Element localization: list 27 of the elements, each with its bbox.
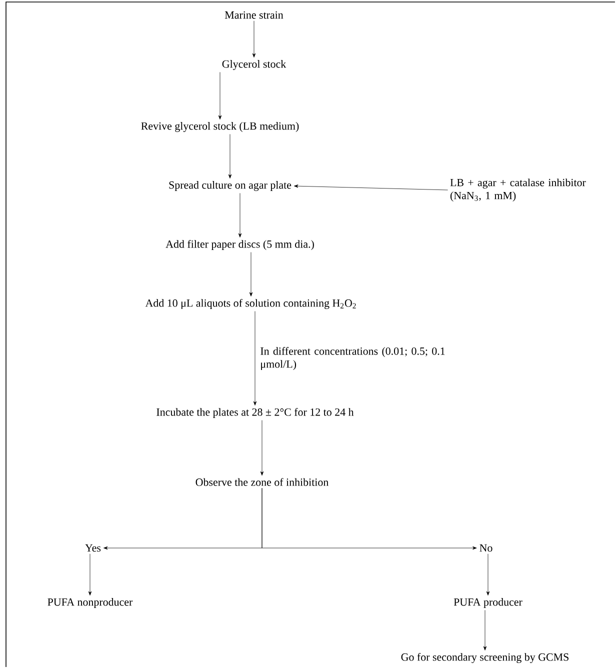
arrow <box>483 610 487 650</box>
step-text: PUFA producer <box>454 598 522 608</box>
arrow <box>262 488 477 550</box>
arrow <box>88 554 92 596</box>
step-text: Go for secondary screening by GCMS <box>401 652 568 664</box>
step-text: Spread culture on agar plate <box>169 181 292 191</box>
edge-label: In different concentrations (0.01; 0.5; 0.1 μmol/L) <box>259 346 452 371</box>
step-text: Revive glycerol stock (LB medium) <box>141 122 299 132</box>
step-text: Glycerol stock <box>222 60 286 70</box>
arrow <box>218 72 222 120</box>
step-text: No <box>480 544 492 552</box>
arrow <box>294 184 448 190</box>
arrow <box>252 20 256 58</box>
arrow <box>260 420 264 476</box>
step-text: LB + agar + catalase inhibitor (NaN$_{3}$, 1 mM) <box>450 178 586 202</box>
step-text: Yes <box>85 544 101 552</box>
arrow <box>238 192 242 238</box>
step-text: Marine strain <box>224 11 284 19</box>
arrow <box>486 554 490 596</box>
arrow <box>253 311 257 406</box>
arrow <box>249 252 253 296</box>
step-text: Add 10 μL aliquots of solution containing H$_{2}$O$_{2}$ <box>145 298 356 310</box>
step-text: Add filter paper discs (5 mm dia.) <box>166 240 314 250</box>
step-text: Incubate the plates at 28 ± 2°C for 12 to 24 h <box>156 408 354 418</box>
step-text: PUFA nonproducer <box>48 598 133 608</box>
arrow <box>228 134 232 178</box>
step-text: Observe the zone of inhibition <box>196 478 328 486</box>
